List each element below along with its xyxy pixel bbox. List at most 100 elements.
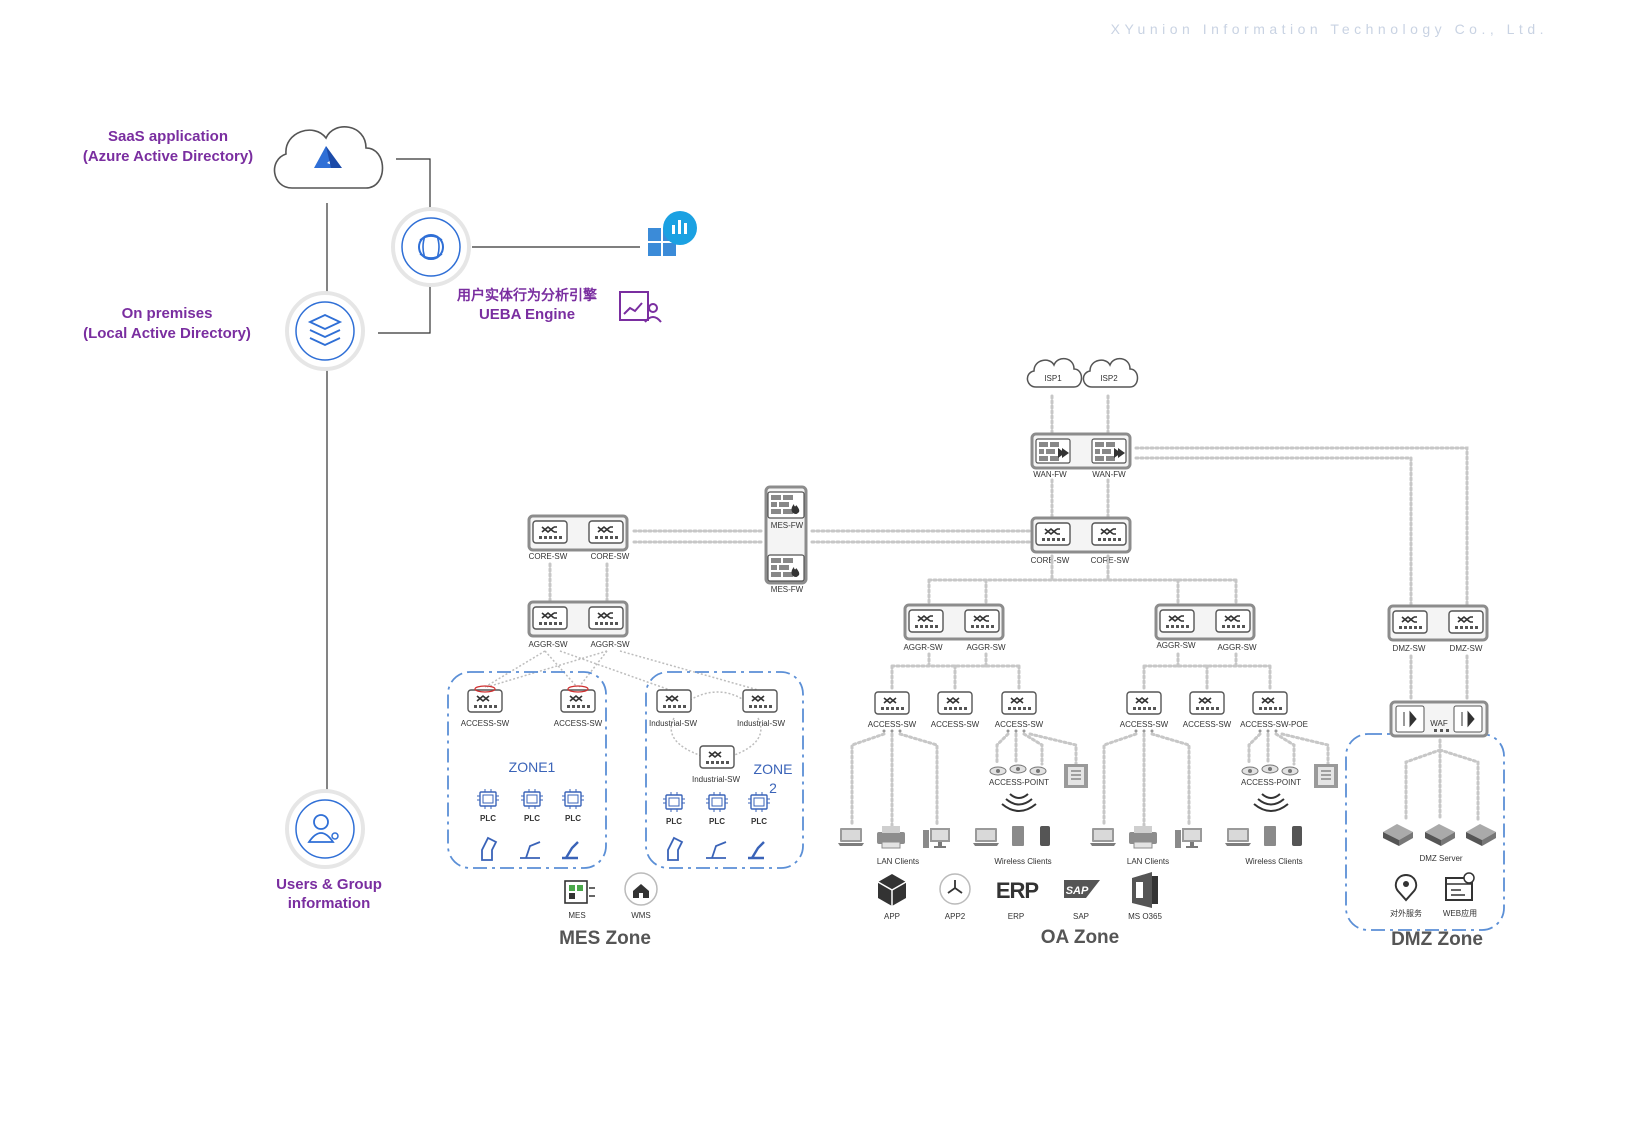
zone1-access-switch-1 bbox=[467, 685, 503, 713]
zone2-plc-3-label: PLC bbox=[751, 817, 767, 826]
dmz-sw-2-label: DMZ-SW bbox=[1450, 644, 1483, 653]
oa-right-port-dots bbox=[1134, 729, 1278, 733]
ueba-en-label: UEBA Engine bbox=[479, 306, 575, 323]
oa-right-wireless-laptop-icon bbox=[1225, 828, 1251, 846]
zone2-plc-1-icon bbox=[662, 791, 686, 813]
zone2-plc-2-label: PLC bbox=[709, 817, 725, 826]
oa-right-laptop-icon bbox=[1090, 828, 1116, 846]
mes-core-switch bbox=[527, 514, 629, 552]
ueba-engine-icon bbox=[391, 207, 471, 287]
oa-right-phone-icon bbox=[1313, 763, 1339, 789]
oa-aggr-right-2-label: AGGR-SW bbox=[1217, 643, 1257, 652]
sap-label: SAP bbox=[1073, 912, 1089, 921]
oa-aggr-left-2-label: AGGR-SW bbox=[966, 643, 1006, 652]
erp-logo-icon: ERP bbox=[996, 878, 1039, 903]
zone1-robot-arm-2-icon bbox=[520, 841, 541, 859]
zone1-plc-3-icon bbox=[561, 788, 585, 810]
erp-label: ERP bbox=[1008, 912, 1024, 921]
zone2-boundary bbox=[645, 671, 804, 869]
local-directory-icon bbox=[285, 291, 365, 371]
app2-label: APP2 bbox=[945, 912, 966, 921]
oa-left-laptop-icon bbox=[838, 828, 864, 846]
zone1-plc-2-icon bbox=[520, 788, 544, 810]
oa-left-access-1-label: ACCESS-SW bbox=[868, 720, 917, 729]
zone1-label: ZONE1 bbox=[509, 759, 556, 775]
sap-logo-text: SAP bbox=[1066, 885, 1089, 897]
saas-ueba-link bbox=[396, 158, 431, 212]
dmz-server-1-icon bbox=[1383, 824, 1413, 846]
zone2-plc-1-label: PLC bbox=[666, 817, 682, 826]
zone1-access-1-label: ACCESS-SW bbox=[461, 719, 510, 728]
oa-right-access-switch-1 bbox=[1126, 691, 1162, 715]
ms365-label: MS O365 bbox=[1128, 912, 1162, 921]
mes-app-icon bbox=[564, 880, 595, 904]
oa-right-lan-label: LAN Clients bbox=[1127, 857, 1169, 866]
oa-right-desktop-icon bbox=[1175, 828, 1202, 848]
dmz-waf-server-links bbox=[1404, 738, 1480, 822]
zone2-industrial-switch-2 bbox=[742, 689, 778, 713]
oa-right-ap-links bbox=[1247, 732, 1330, 766]
dmz-server-2-icon bbox=[1425, 824, 1455, 846]
oa-right-tablet-icon bbox=[1264, 826, 1276, 846]
waf-label: WAF bbox=[1430, 719, 1448, 728]
isp-fw-links bbox=[1050, 394, 1110, 434]
external-service-label: 对外服务 bbox=[1390, 908, 1422, 918]
wms-app-icon bbox=[624, 872, 658, 906]
wan-dmz-links bbox=[1134, 446, 1469, 608]
office365-icon bbox=[1132, 872, 1158, 908]
oa-left-port-dots bbox=[882, 729, 1026, 733]
zone2-industrial-2-label: Industrial-SW bbox=[737, 719, 785, 728]
zone2-robot-arm-2-icon bbox=[706, 841, 727, 859]
wms-app-label: WMS bbox=[631, 911, 651, 920]
behavior-analytics-icon bbox=[619, 291, 662, 323]
mesfw-oa-links bbox=[810, 529, 1032, 544]
oa-left-access-2-label: ACCESS-SW bbox=[931, 720, 980, 729]
zone1-access-switch-2 bbox=[560, 685, 596, 713]
wan-core-links bbox=[1050, 478, 1110, 520]
oa-left-access-switch-1 bbox=[874, 691, 910, 715]
zone2-label: ZONE bbox=[754, 761, 793, 777]
zone1-plc-2-label: PLC bbox=[524, 814, 540, 823]
mes-fw-2-label: MES-FW bbox=[771, 585, 804, 594]
oa-left-aggr-access-links bbox=[890, 652, 1021, 692]
external-service-icon bbox=[1394, 873, 1418, 902]
mes-core-1-label: CORE-SW bbox=[529, 552, 568, 561]
wan-fw-1-label: WAN-FW bbox=[1033, 470, 1067, 479]
oa-aggr-switch-left bbox=[903, 603, 1005, 641]
oa-left-access-switch-2 bbox=[937, 691, 973, 715]
oa-right-access-2-label: ACCESS-SW bbox=[1183, 720, 1232, 729]
oa-right-access-point-3-icon bbox=[1281, 766, 1299, 776]
oa-right-wireless-label: Wireless Clients bbox=[1245, 857, 1302, 866]
zone1-access-2-label: ACCESS-SW bbox=[554, 719, 603, 728]
ueba-cn-label: 用户实体行为分析引擎 bbox=[457, 287, 597, 303]
zone1-boundary bbox=[447, 671, 607, 869]
oa-left-lan-label: LAN Clients bbox=[877, 857, 919, 866]
oa-right-access-1-label: ACCESS-SW bbox=[1120, 720, 1169, 729]
sap-logo-icon bbox=[1064, 880, 1100, 898]
app2-icon bbox=[939, 873, 971, 905]
mesfw-mes-links bbox=[632, 529, 764, 544]
zone2-industrial-1-label: Industrial-SW bbox=[649, 719, 697, 728]
oa-right-ap-label: ACCESS-POINT bbox=[1241, 778, 1301, 787]
saas-sublabel: (Azure Active Directory) bbox=[83, 148, 253, 165]
oa-right-wifi-icon bbox=[1253, 793, 1289, 812]
zone2-industrial-3-label: Industrial-SW bbox=[692, 775, 740, 784]
web-app-icon bbox=[1445, 872, 1475, 901]
oa-left-phone-device-icon bbox=[1040, 826, 1050, 846]
oa-left-printer-icon bbox=[876, 825, 906, 849]
oa-right-access-poe-label: ACCESS-SW-POE bbox=[1240, 720, 1308, 729]
saas-label: SaaS application bbox=[108, 128, 228, 145]
app-cube-icon bbox=[877, 874, 907, 906]
users-group-icon bbox=[285, 789, 365, 869]
wan-fw-2-label: WAN-FW bbox=[1092, 470, 1126, 479]
oa-left-phone-icon bbox=[1063, 763, 1089, 789]
onprem-label: On premises bbox=[122, 305, 213, 322]
oa-right-access-point-1-icon bbox=[1241, 766, 1259, 776]
isp2-label: ISP2 bbox=[1100, 374, 1118, 383]
mes-aggr-access-links bbox=[484, 650, 762, 757]
oa-left-desktop-icon bbox=[923, 828, 950, 848]
zone2-industrial-switch-3 bbox=[699, 745, 735, 769]
users-label: Users & Group bbox=[276, 876, 382, 893]
oa-right-printer-icon bbox=[1128, 825, 1158, 849]
